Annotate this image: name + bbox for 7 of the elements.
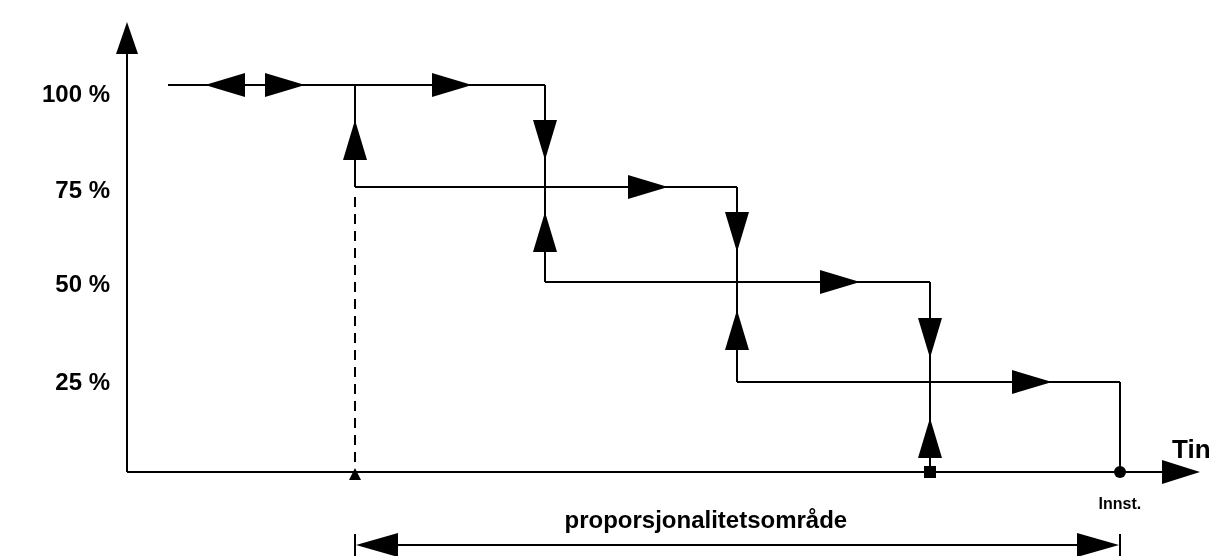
- axis-label: 25 %: [55, 370, 110, 394]
- dimension-label: proporsjonalitetsområde: [564, 508, 848, 532]
- axis-label: 75 %: [55, 178, 110, 202]
- axis-title: Tin: [1172, 436, 1211, 462]
- axis-label: 50 %: [55, 272, 110, 296]
- axis-label: 100 %: [41, 82, 110, 106]
- setpoint-label: Innst.: [1098, 496, 1142, 512]
